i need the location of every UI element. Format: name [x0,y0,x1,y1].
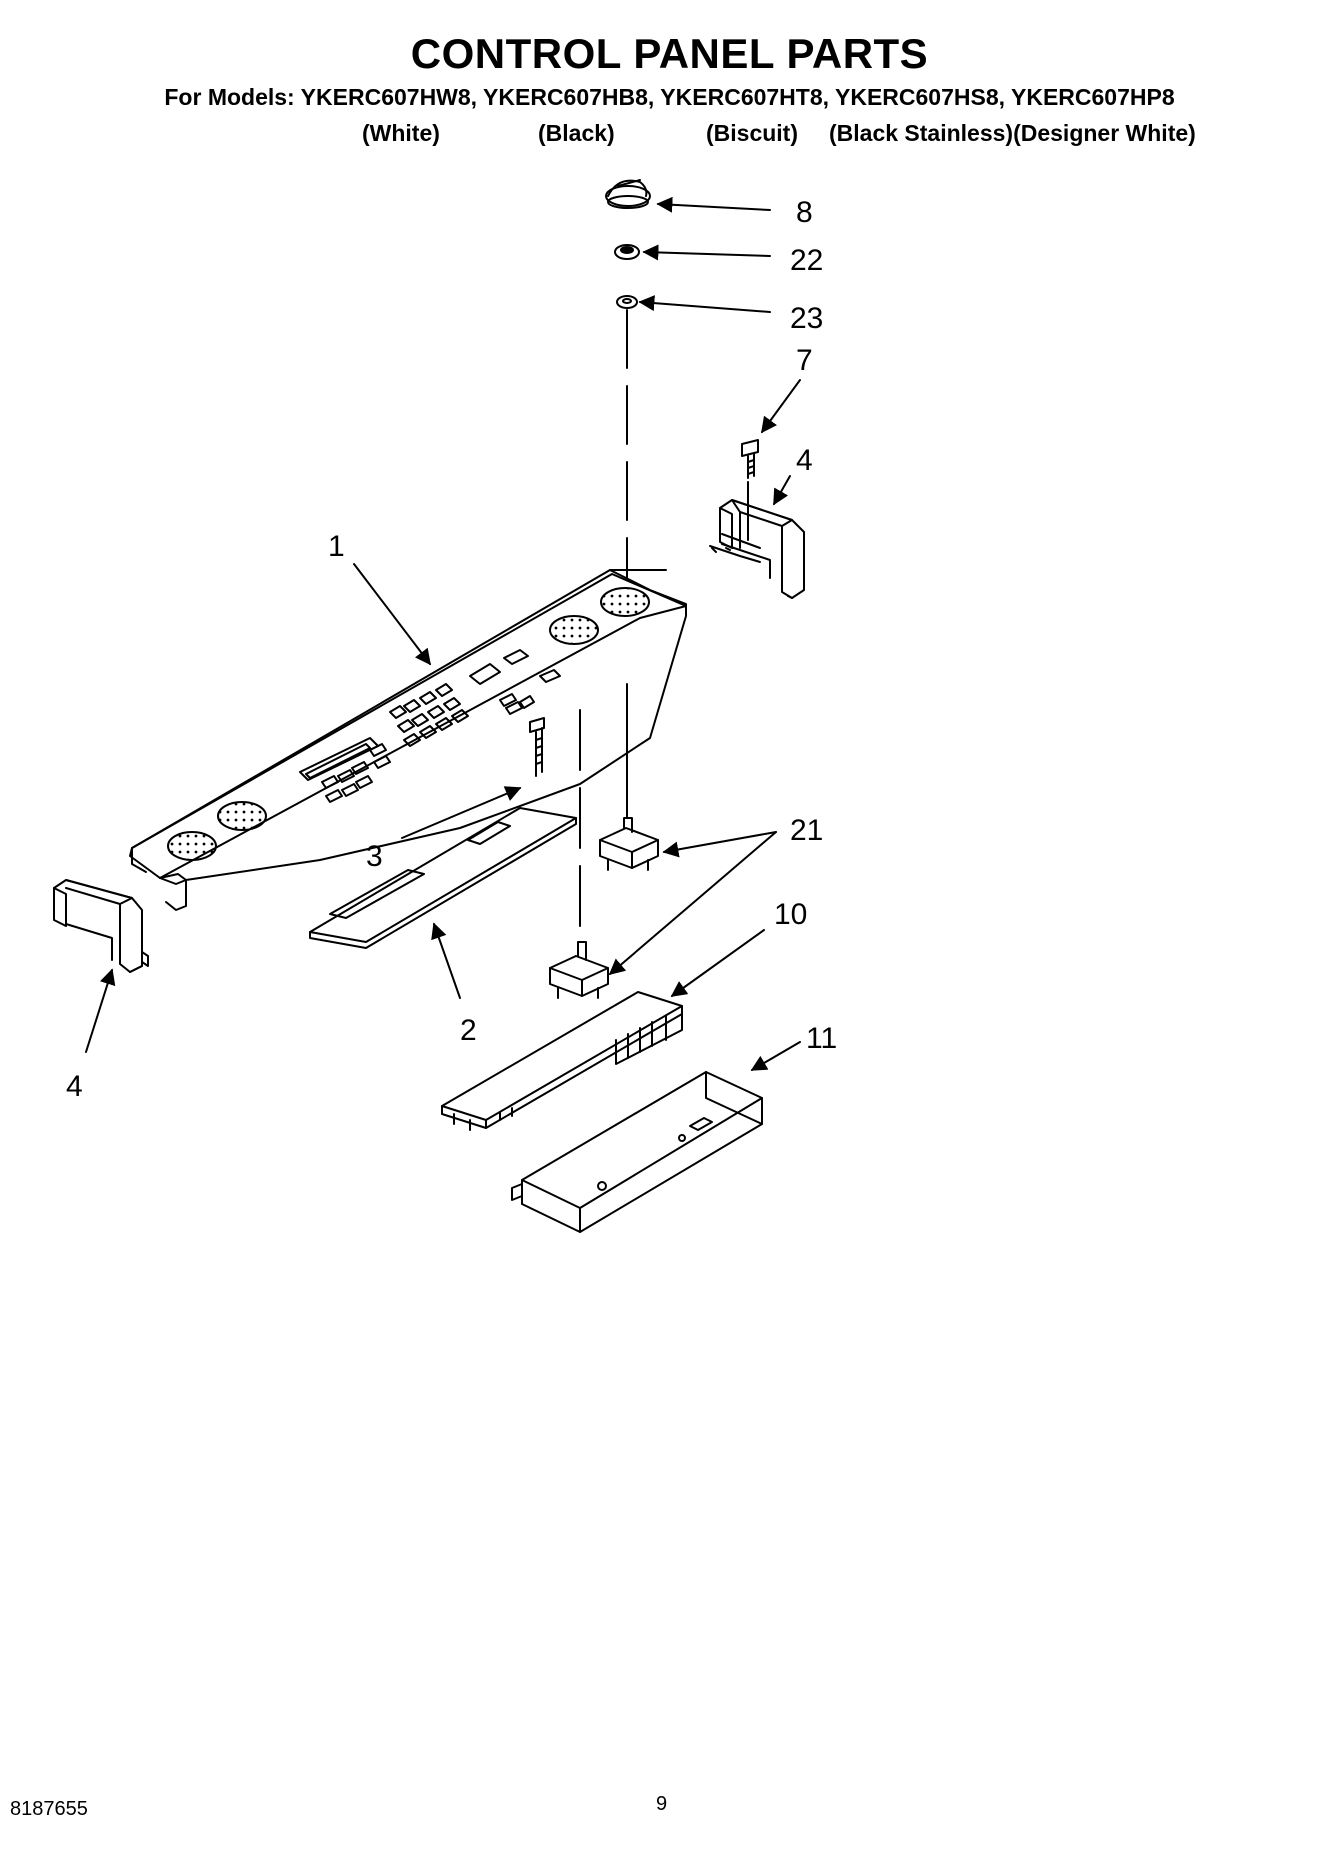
callout-22: 22 [790,244,823,277]
page-title: CONTROL PANEL PARTS [410,30,929,77]
end-cap-left-part [53,879,149,973]
model-list: For Models: YKERC607HW8, YKERC607HB8, YK… [164,84,1175,110]
color-label-biscuit: (Biscuit) [706,120,798,146]
callout-2: 2 [460,1014,477,1047]
color-label-stainless-designer: (Black Stainless)(Designer White) [829,120,1196,146]
display-lens-part [309,807,577,949]
callout-4-left: 4 [66,1070,83,1103]
callout-3: 3 [366,840,383,873]
callout-4-right: 4 [796,444,813,477]
color-label-black: (Black) [538,120,615,146]
end-cap-right-part [709,499,805,599]
washer-part [616,295,638,309]
page-number: 9 [656,1793,668,1815]
callout-7: 7 [796,344,813,377]
screw-part-top [741,439,759,479]
screw-part-center [529,717,545,777]
knob-part [605,179,651,209]
switch-part-upper [599,817,659,871]
control-panel-console-part [129,569,687,911]
nut-part [614,244,640,260]
callout-21: 21 [790,814,823,847]
callout-23: 23 [790,302,823,335]
callout-11: 11 [806,1022,837,1055]
control-box-cover-part [511,1071,763,1233]
document-number: 8187655 [10,1798,88,1820]
callout-8: 8 [796,196,813,229]
color-label-white: (White) [362,120,440,146]
switch-part-lower [549,941,609,999]
control-board-part [441,991,683,1131]
callout-1: 1 [328,530,345,563]
callout-10: 10 [774,898,807,931]
